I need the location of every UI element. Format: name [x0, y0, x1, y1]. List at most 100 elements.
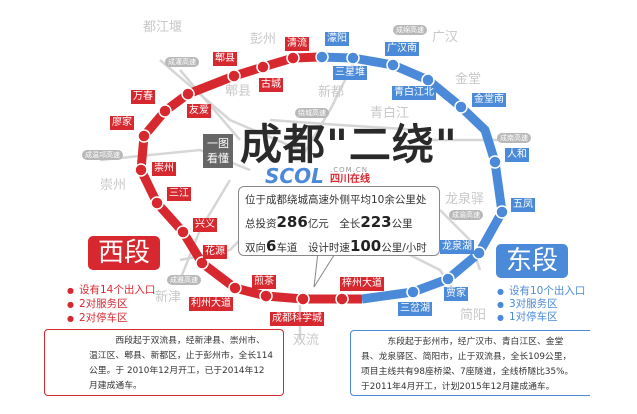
scol-logo: SCOL — [265, 164, 324, 188]
station-label: 三岔湖 — [398, 302, 432, 316]
station-label: 崇州 — [152, 162, 176, 176]
west-station-dot — [158, 104, 172, 118]
length-value: 223 — [360, 213, 392, 231]
west-station-dot — [137, 129, 151, 143]
summary-stats-row: 总投资286亿元 全长223公里 — [245, 211, 433, 235]
west-bullet: 2对服务区 — [67, 296, 128, 311]
highway-tag: 绕城高速 — [295, 108, 329, 118]
page-title: 成都"二绕" — [240, 120, 458, 169]
lanes-label: 双向 — [245, 242, 266, 254]
station-label: 郫县 — [213, 52, 237, 66]
east-bullet: 3对服务区 — [497, 296, 558, 311]
east-station-dot — [421, 73, 435, 87]
highway-tag: 成雅高速 — [167, 275, 201, 285]
east-station-dot — [406, 285, 420, 299]
east-station-dot — [346, 51, 360, 65]
station-label: 濛阳 — [325, 32, 349, 46]
station-label: 利州大道 — [189, 297, 233, 311]
station-label: 三江 — [167, 187, 191, 201]
west-station-dot — [134, 163, 148, 177]
station-label: 广汉南 — [385, 42, 419, 56]
place-label: 崇州 — [100, 178, 127, 193]
summary-stats-row: 双向6车道 设计时速100公里/小时 — [245, 235, 433, 259]
east-description: 东段起于彭州市，经广汉市、青白江区、金堂县、龙泉驿区、简阳市，止于双流县，全长1… — [350, 330, 590, 396]
west-station-dot — [296, 292, 310, 306]
speed-value: 100 — [349, 237, 382, 255]
east-section-badge: 东段 — [496, 244, 568, 278]
east-station-dot — [495, 205, 509, 219]
west-station-dot — [227, 69, 241, 83]
highway-tag: 成灌高速 — [165, 57, 199, 67]
speed-label: 设计时速 — [307, 242, 350, 254]
place-label: 郫县 — [225, 84, 252, 99]
east-station-dot — [315, 50, 329, 64]
east-bullet: 1对停车区 — [497, 309, 558, 324]
place-label: 青白江 — [370, 106, 410, 121]
west-station-dot — [256, 60, 270, 74]
length-label: 全长 — [339, 218, 361, 230]
highway-tag: 成温邛高速 — [82, 150, 123, 160]
east-station-dot — [454, 100, 468, 114]
length-unit: 公里 — [391, 218, 413, 230]
highway-tag: 成南高速 — [497, 133, 531, 143]
lanes-value: 6 — [266, 237, 277, 255]
station-label: 友爱 — [187, 104, 211, 118]
west-station-dot — [181, 87, 195, 101]
west-station-dot — [335, 292, 349, 306]
east-station-dot — [441, 272, 455, 286]
station-label: 煎茶 — [252, 275, 276, 289]
west-section-badge: 西段 — [88, 236, 160, 270]
west-station-dot — [150, 196, 164, 210]
station-label: 清流 — [285, 37, 309, 51]
east-station-dot — [472, 246, 486, 260]
east-bullet: 设有10个出入口 — [497, 283, 585, 298]
place-label: 新津 — [155, 290, 182, 305]
east-station-dot — [386, 58, 400, 72]
place-label: 广汉 — [432, 30, 459, 45]
station-label: 梓州大道 — [340, 277, 384, 291]
station-label: 古城 — [259, 78, 283, 92]
invest-unit: 亿元 — [307, 218, 329, 230]
callout-pointer — [313, 252, 337, 288]
station-label: 五凤 — [511, 198, 535, 212]
station-label: 金堂南 — [472, 93, 506, 107]
station-label: 成都科学城 — [270, 312, 324, 326]
east-station-dot — [488, 155, 502, 169]
station-label: 龙泉湖 — [440, 240, 474, 254]
station-label: 万春 — [131, 90, 155, 104]
west-station-dot — [259, 289, 273, 303]
place-label: 都江堰 — [143, 20, 183, 35]
summary-callout: 位于成都绕城高速外侧平均10余公里处 总投资286亿元 全长223公里 双向6车… — [238, 186, 440, 256]
place-label: 彭州 — [250, 32, 277, 47]
west-bullet: 设有14个出入口 — [67, 282, 155, 297]
station-label: 贾家 — [444, 287, 468, 301]
west-station-dot — [286, 51, 300, 65]
west-station-dot — [228, 281, 242, 295]
station-label: 青白江北 — [392, 86, 436, 100]
invest-value: 286 — [276, 213, 308, 231]
place-label: 双流 — [293, 333, 320, 348]
west-station-dot — [195, 256, 209, 270]
place-label: 简阳 — [460, 308, 487, 323]
title-tag: 一图看懂 — [203, 134, 233, 168]
station-label: 三星堆 — [333, 66, 367, 80]
lanes-unit: 车道 — [276, 242, 298, 254]
logo-domain: .COM.CN — [330, 166, 369, 174]
summary-location: 位于成都绕城高速外侧平均10余公里处 — [245, 194, 427, 206]
highway-tag: 成渝高速 — [449, 210, 483, 220]
station-label: 人和 — [505, 148, 529, 162]
highway-tag: 成绵高速 — [393, 25, 427, 35]
invest-label: 总投资 — [245, 218, 277, 230]
place-label: 新都 — [318, 85, 345, 100]
place-label: 龙泉驿 — [445, 192, 485, 207]
station-label: 廖家 — [110, 116, 134, 130]
station-label: 花源 — [203, 245, 227, 259]
station-label: 兴义 — [193, 218, 217, 232]
speed-unit: 公里/小时 — [381, 242, 427, 254]
place-label: 金堂 — [455, 72, 482, 87]
west-station-dot — [176, 225, 190, 239]
west-bullet: 2对停车区 — [67, 310, 128, 325]
logo-subtitle: 四川在线 — [330, 174, 370, 185]
